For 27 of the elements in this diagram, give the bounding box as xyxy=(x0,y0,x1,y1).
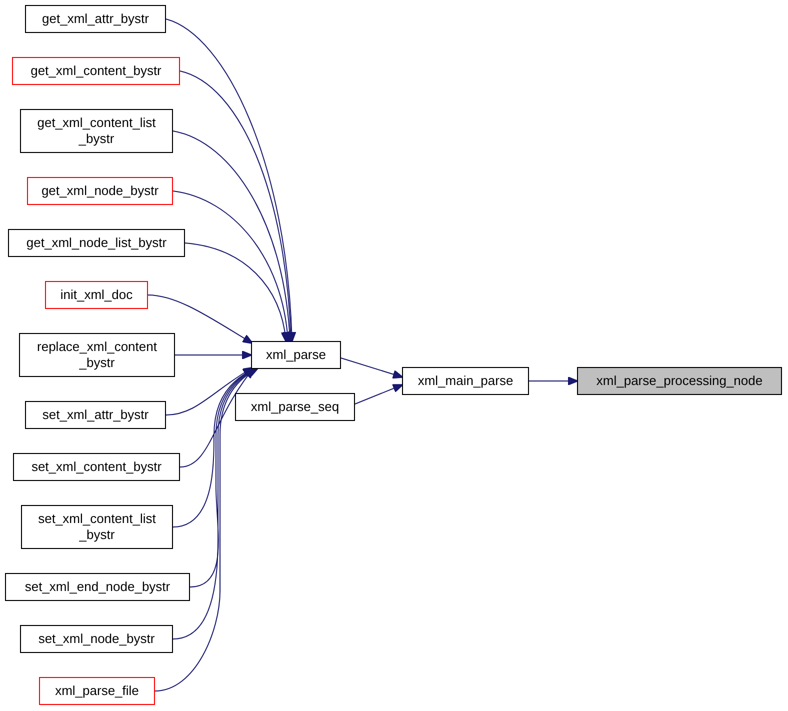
function-box: get_xml_content_list _bystr xyxy=(20,109,173,153)
arrow xyxy=(354,384,404,404)
function-box: set_xml_node_bystr xyxy=(20,625,173,653)
function-box: set_xml_attr_bystr xyxy=(25,401,166,429)
function-box: set_xml_end_node_bystr xyxy=(5,573,190,601)
function-box: xml_parse_processing_node xyxy=(577,367,782,395)
arrow xyxy=(528,376,578,386)
arrow xyxy=(148,294,254,344)
function-box: get_xml_node_list_bystr xyxy=(8,229,185,257)
function-box: xml_parse_file xyxy=(39,677,155,705)
arrow xyxy=(172,190,292,342)
function-box: xml_parse xyxy=(251,341,341,369)
function-box: xml_main_parse xyxy=(402,367,529,395)
arrow xyxy=(184,242,290,342)
function-box: get_xml_attr_bystr xyxy=(25,5,166,33)
function-box: xml_parse_seq xyxy=(235,393,355,421)
function-box: get_xml_content_bystr xyxy=(12,57,180,85)
arrow xyxy=(154,368,258,692)
arrow xyxy=(166,366,254,416)
function-box: set_xml_content_bystr xyxy=(13,453,180,481)
arrow xyxy=(166,18,296,342)
function-box: set_xml_content_list _bystr xyxy=(21,505,173,549)
arrow xyxy=(340,358,404,379)
function-box: init_xml_doc xyxy=(45,281,148,309)
function-box: get_xml_node_bystr xyxy=(27,177,173,205)
function-box: replace_xml_content _bystr xyxy=(19,333,175,377)
arrow xyxy=(174,350,252,360)
